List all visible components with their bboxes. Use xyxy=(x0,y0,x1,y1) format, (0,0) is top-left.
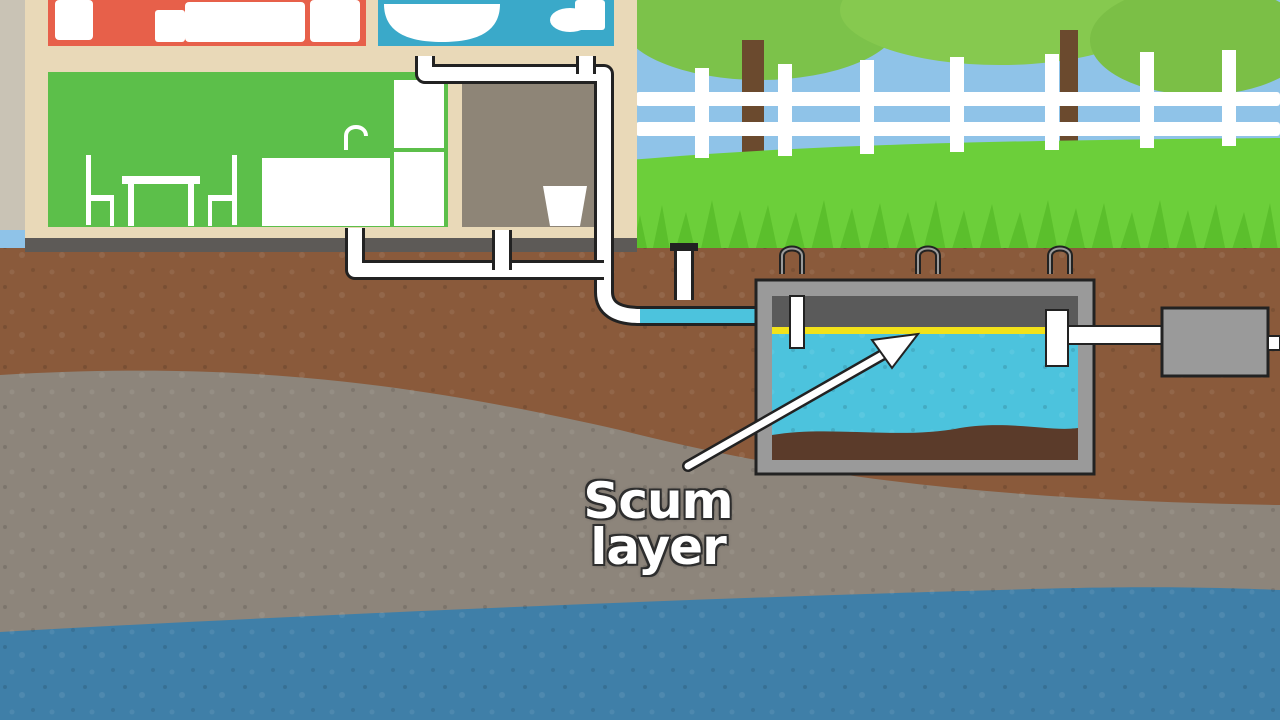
fence-icon xyxy=(636,50,1280,158)
table-chairs-icon xyxy=(86,155,237,226)
septic-tank-icon xyxy=(754,245,1096,476)
toilet-icon xyxy=(550,0,605,32)
distribution-box-icon xyxy=(1160,306,1270,378)
wastewater-flow xyxy=(640,309,790,323)
tree-canopy xyxy=(620,0,900,80)
scum-layer xyxy=(772,327,1078,334)
drain-pipes xyxy=(345,56,790,326)
outlet-baffle xyxy=(1045,309,1069,367)
refrigerator-icon xyxy=(394,80,444,226)
sink-icon xyxy=(262,125,390,226)
wastebasket-icon xyxy=(543,186,587,226)
tree-canopy xyxy=(840,0,1160,65)
tree-trunk xyxy=(1060,30,1078,150)
label-line-1: Scum xyxy=(583,472,733,530)
outlet-pipe xyxy=(1067,325,1169,345)
house-cutaway xyxy=(0,0,637,252)
drainfield-pipe xyxy=(1267,335,1280,351)
sludge-layer xyxy=(772,425,1078,460)
arrow-icon xyxy=(682,332,921,472)
vent-cap xyxy=(670,243,698,251)
bathtub-icon xyxy=(384,4,500,42)
label-line-2: layer xyxy=(590,518,727,576)
bed-icon xyxy=(55,0,360,42)
groundwater-texture xyxy=(0,587,1280,720)
scum-layer-label: Scum layer xyxy=(548,472,768,576)
inlet-baffle xyxy=(789,295,805,349)
